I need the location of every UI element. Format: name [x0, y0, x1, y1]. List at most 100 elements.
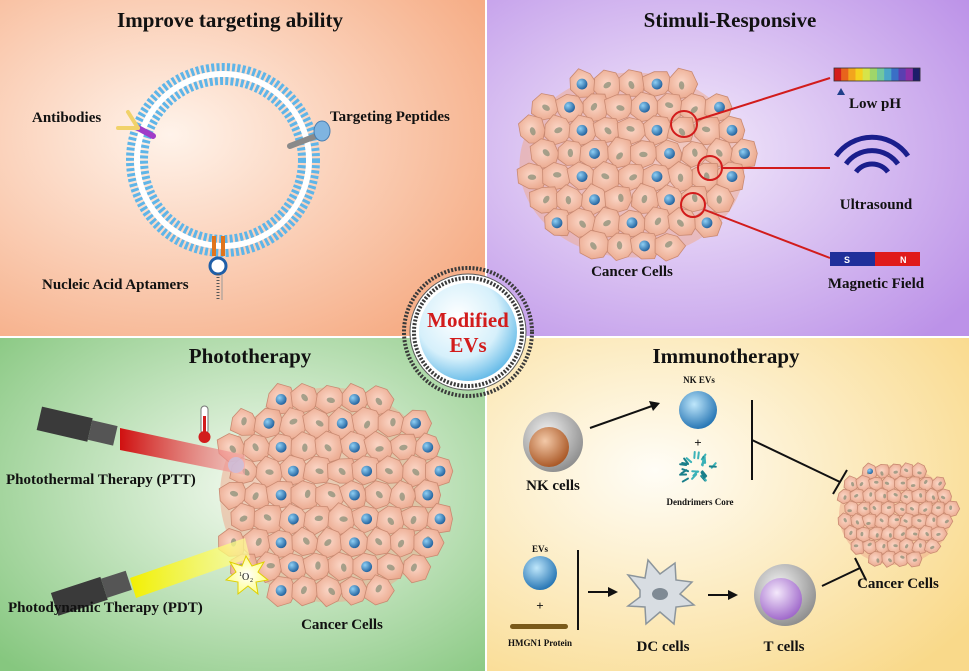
- cell-nucleus: [434, 465, 446, 477]
- cell-organelle: [909, 507, 914, 511]
- magnet-n-label: N: [900, 255, 907, 265]
- cell-nucleus: [410, 417, 421, 429]
- cancer-cell: [402, 554, 432, 584]
- thermometer-icon: [198, 405, 211, 443]
- cell-organelle: [314, 515, 323, 522]
- dendrimer-branch: [681, 468, 690, 473]
- cell-organelle: [925, 532, 929, 537]
- cell-nucleus: [275, 489, 287, 501]
- cell-organelle: [923, 508, 928, 512]
- cell-organelle: [903, 519, 908, 523]
- cell-organelle: [940, 495, 946, 500]
- phototherapy-title: Phototherapy: [189, 344, 312, 368]
- cell-organelle: [590, 242, 597, 250]
- dendrimer-core-icon: [679, 450, 717, 483]
- cancer-cell-cluster-photo: [216, 382, 454, 608]
- cell-organelle: [375, 446, 384, 452]
- dendrimer-branch: [700, 471, 706, 479]
- label-low-ph: Low pH: [849, 96, 901, 112]
- cell-organelle: [665, 102, 674, 109]
- cell-nucleus: [726, 124, 738, 136]
- cell-organelle: [888, 558, 892, 563]
- ph-swatch: [905, 68, 914, 81]
- cell-organelle: [324, 539, 332, 547]
- dendrimer-branch: [683, 457, 689, 465]
- cell-organelle: [315, 561, 321, 570]
- magnet-icon: [830, 252, 920, 266]
- cell-nucleus: [349, 394, 360, 405]
- center-label-line1: Modified: [427, 308, 509, 332]
- cell-organelle: [863, 506, 868, 511]
- stimuli-title: Stimuli-Responsive: [644, 8, 817, 32]
- label-cancer-cells-photo: Cancer Cells: [301, 617, 383, 633]
- cell-organelle: [375, 397, 383, 406]
- cell-organelle: [910, 484, 916, 488]
- cell-nucleus: [349, 441, 360, 453]
- cell-organelle: [903, 495, 908, 499]
- cell-organelle: [900, 555, 905, 559]
- cell-organelle: [874, 480, 879, 484]
- cell-organelle: [301, 393, 308, 402]
- cancer-cell: [868, 526, 884, 541]
- cell-organelle: [266, 562, 275, 569]
- panel-targeting-bg: [0, 0, 486, 337]
- cell-organelle: [542, 104, 550, 111]
- cancer-cell: [667, 207, 699, 236]
- cell-organelle: [936, 506, 941, 510]
- cell-nucleus: [349, 489, 360, 501]
- cancer-cell: [943, 500, 961, 518]
- label-nk-evs: NK EVs: [683, 375, 715, 385]
- cell-organelle: [252, 443, 259, 452]
- dendrimer-branch: [700, 458, 706, 466]
- magnet-s-label: S: [844, 255, 850, 265]
- cell-organelle: [860, 531, 864, 537]
- cell-organelle: [629, 174, 638, 181]
- center-label-line2: EVs: [449, 333, 486, 357]
- ptt-laser-icon: [36, 406, 245, 475]
- cell-organelle: [339, 516, 348, 522]
- cell-nucleus: [551, 217, 563, 229]
- cell-organelle: [529, 127, 536, 136]
- dendrimer-branch: [685, 457, 693, 464]
- cell-organelle: [601, 173, 610, 180]
- cell-organelle: [678, 81, 685, 90]
- cell-nucleus: [422, 441, 434, 453]
- cell-nucleus: [589, 194, 600, 206]
- cell-organelle: [399, 492, 405, 501]
- cell-organelle: [872, 506, 877, 510]
- nk-cell-icon: [523, 412, 583, 472]
- label-dc-cells: DC cells: [637, 639, 690, 655]
- cell-nucleus: [361, 561, 373, 573]
- cell-organelle: [315, 420, 324, 427]
- label-evs: EVs: [532, 544, 549, 554]
- t-cell-icon: [754, 564, 816, 626]
- pdt-laser-icon: [50, 538, 250, 616]
- cell-organelle: [905, 544, 909, 549]
- cell-organelle: [900, 481, 906, 485]
- cell-organelle: [691, 193, 698, 203]
- cell-nucleus: [361, 513, 373, 525]
- cell-organelle: [888, 533, 892, 538]
- label-nucleic-acid-aptamers: Nucleic Acid Aptamers: [42, 277, 189, 293]
- aptamer-icon: [208, 236, 228, 300]
- ph-swatch: [877, 68, 885, 81]
- cell-organelle: [904, 468, 909, 472]
- cell-nucleus: [422, 489, 434, 501]
- cell-nucleus: [651, 171, 663, 182]
- ph-swatch: [834, 68, 842, 81]
- dendrimer-branch: [692, 470, 699, 477]
- cell-organelle: [912, 532, 918, 536]
- cell-organelle: [843, 495, 847, 500]
- cell-nucleus: [287, 513, 299, 525]
- cell-nucleus: [287, 465, 299, 477]
- cell-nucleus: [576, 124, 588, 136]
- cell-organelle: [300, 586, 307, 595]
- cell-organelle: [639, 151, 648, 158]
- label-cancer-cells-immuno: Cancer Cells: [857, 576, 939, 592]
- cell-nucleus: [867, 468, 873, 475]
- antibody-icon: [116, 110, 156, 139]
- cell-organelle: [590, 102, 598, 111]
- cell-organelle: [229, 445, 237, 453]
- cell-organelle: [849, 530, 853, 536]
